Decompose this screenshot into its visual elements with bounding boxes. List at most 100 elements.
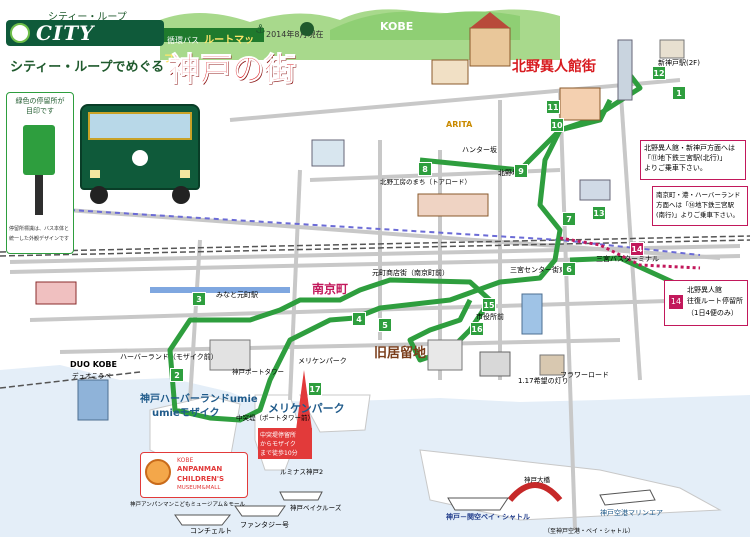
stop-marker-10[interactable]: 10 (550, 118, 564, 132)
label-bay-shuttle-note: （至神戸空港・ベイ・シャトル） (544, 528, 635, 535)
legend-line3: （1日4便のみ） (687, 309, 738, 317)
info-nankin-line2: 方面へは「⑭地下鉄三宮駅 (656, 201, 734, 209)
bus-sign-note2: 統一した外観デザインです (9, 236, 70, 242)
area-meriken: メリケンパーク (268, 402, 345, 415)
mosaic-note-line3: まで徒歩10分 (260, 450, 298, 457)
legend-stop-marker: 14 (669, 295, 683, 309)
brand-kana: シティー・ループ (48, 12, 127, 23)
label-flower-road: フラワーロード (560, 371, 609, 379)
boats (174, 489, 656, 526)
info-kitano-line2: 「⑪地下鉄三宮駅(北行)」 (644, 154, 727, 162)
label-fantasy: ファンタジー号 (240, 521, 289, 529)
label-shin-kobe-2f: 新神戸駅(2F) (658, 59, 700, 67)
bus-sign-note1: 停留所標識は、バス本体と (9, 226, 70, 232)
legend-line1: 北野異人館 (687, 286, 722, 294)
label-mosaic-note: 中突堤停留所 からモザイク まで徒歩10分 (258, 428, 312, 459)
railway (0, 235, 750, 389)
label-kitano-koubou: 北野工房のまち（トアロード） (380, 178, 471, 186)
bus-headlight-right (180, 170, 190, 178)
bus-front-emblem-icon (132, 150, 148, 166)
bus-stop-board-icon (23, 125, 55, 175)
label-duo-kobe: DUO KOBE (70, 360, 117, 369)
mosaic-note-line1: 中突堤停留所 (260, 432, 297, 439)
stop-marker-14[interactable]: 14 (630, 242, 644, 256)
stop-marker-4[interactable]: 4 (352, 312, 366, 326)
stop-marker-9[interactable]: 9 (514, 164, 528, 178)
label-bus-terminal: 三宮バスターミナル (596, 255, 659, 263)
meriken-pier (299, 394, 371, 433)
stop-marker-11[interactable]: 11 (546, 100, 560, 114)
kobe-bridge-shape (507, 482, 563, 502)
mountain-emblem-icon (300, 22, 314, 36)
area-harborland: 神戸ハーバーランドumie (140, 394, 258, 405)
anpanman-card: KOBE ANPANMAN CHILDREN'S MUSEUM&MALL (140, 452, 248, 498)
anpanman-line4: MUSEUM&MALL (177, 485, 221, 491)
area-kyokyoryuchi: 旧居留地 (374, 346, 427, 361)
stop-marker-5[interactable]: 5 (378, 318, 392, 332)
stop-marker-17[interactable]: 17 (308, 382, 322, 396)
bus-stop-sign-card: 緑色の停留所が 目印です 停留所標識は、バス本体と 統一した外観デザインです (6, 92, 74, 254)
brand-emblem-icon (10, 23, 30, 43)
label-port-tower: 神戸ポートタワー (232, 368, 284, 376)
route-map-prefix: 循環バス (167, 36, 199, 45)
bus-sign-line2: 目印です (26, 107, 54, 115)
label-concerto: コンチェルト (190, 527, 232, 535)
stop-marker-13[interactable]: 13 (592, 206, 606, 220)
label-hunter: ハンター坂 (462, 146, 497, 154)
bus-wheel-left (90, 186, 108, 204)
anpanman-face-icon (145, 459, 171, 485)
landmark-buildings (35, 12, 685, 430)
label-airport-marine: 神戸空港マリンエア (600, 509, 663, 517)
label-luminous: ルミナス神戸2 (280, 468, 324, 476)
map-title: 神戸の街 (167, 50, 297, 89)
stop-marker-1[interactable]: 1 (672, 86, 686, 100)
bus-windows (88, 112, 192, 140)
anpanman-line1: KOBE (177, 457, 194, 464)
anpanman-line2: ANPANMAN (177, 465, 223, 473)
legend-box: 14 北野異人館 往復ルート停留所 （1日4便のみ） (664, 280, 748, 326)
stop-marker-7[interactable]: 7 (562, 212, 576, 226)
stop-marker-6[interactable]: 6 (562, 262, 576, 276)
legend-line2: 往復ルート停留所 (687, 297, 743, 305)
label-kitano-zaka: 北野坂 (498, 169, 519, 177)
bus-sign-line1: 緑色の停留所が (15, 97, 65, 105)
bus-illustration (80, 98, 210, 208)
route-map-badge: 循環バス ルートマップ (164, 28, 264, 65)
stop-marker-16[interactable]: 16 (470, 322, 484, 336)
info-nankin-line1: 南京町・港・ハーバーランド (656, 191, 741, 199)
anpanman-line3: CHILDREN'S (177, 475, 225, 483)
info-nankin-line3: (南行)」よりご乗車下さい。 (656, 211, 739, 219)
label-meriken-stop: メリケンパーク (298, 357, 347, 365)
area-nankinmachi: 南京町 (312, 282, 349, 296)
route-map-label: ルートマップ (164, 35, 255, 65)
map-date: 2014年8月現在 (266, 30, 324, 39)
stop-marker-12[interactable]: 12 (652, 66, 666, 80)
stop-marker-15[interactable]: 15 (482, 298, 496, 312)
label-duo-kobe-jp: デュオこうべ (72, 372, 111, 380)
label-motomachi-shotengai: 元町商店街（南京町前） (372, 269, 449, 277)
info-kitano-line1: 北野異人館・新神戸方面へは (644, 144, 735, 152)
brand-name: CITY LOOP (36, 21, 104, 69)
label-minato-motomachi: みなと元町駅 (216, 291, 258, 299)
info-box-kitano: 北野異人館・新神戸方面へは 「⑪地下鉄三宮駅(北行)」 よりご乗車下さい。 (640, 140, 746, 180)
brand-logo: CITY LOOP (6, 20, 164, 69)
label-anpanman-jp: 神戸アンパンマンこどもミュージアム＆モール (130, 502, 246, 508)
label-bay-shuttle: 神戸－関空ベイ・シャトル (446, 513, 530, 521)
label-kobe-bay-cruise: 神戸ベイクルーズ (290, 504, 342, 512)
area-kitano: 北野異人館街 (512, 59, 596, 75)
label-harborland-mosaic: ハーバーランド（モザイク前） (120, 353, 218, 361)
stop-marker-8[interactable]: 8 (418, 162, 432, 176)
area-mosaic: umieモザイク (152, 408, 220, 419)
label-luminarie: 1.17希望の灯り (518, 377, 569, 385)
label-arita: ARITA (446, 120, 473, 129)
stop-marker-3[interactable]: 3 (192, 292, 206, 306)
tagline: シティー・ループでめぐる (10, 60, 165, 75)
bus-headlight-left (90, 170, 100, 178)
bus-wheel-right (172, 186, 190, 204)
info-kitano-line3: よりご乗車下さい。 (644, 164, 707, 172)
header: シティー・ループ CITY LOOP 循環バス ルートマップ 2014年8月現在… (6, 6, 336, 89)
label-sannomiya-center: 三宮センター街東口 (510, 266, 573, 274)
mosaic-note-line2: からモザイク (260, 441, 296, 448)
stop-marker-2[interactable]: 2 (170, 368, 184, 382)
